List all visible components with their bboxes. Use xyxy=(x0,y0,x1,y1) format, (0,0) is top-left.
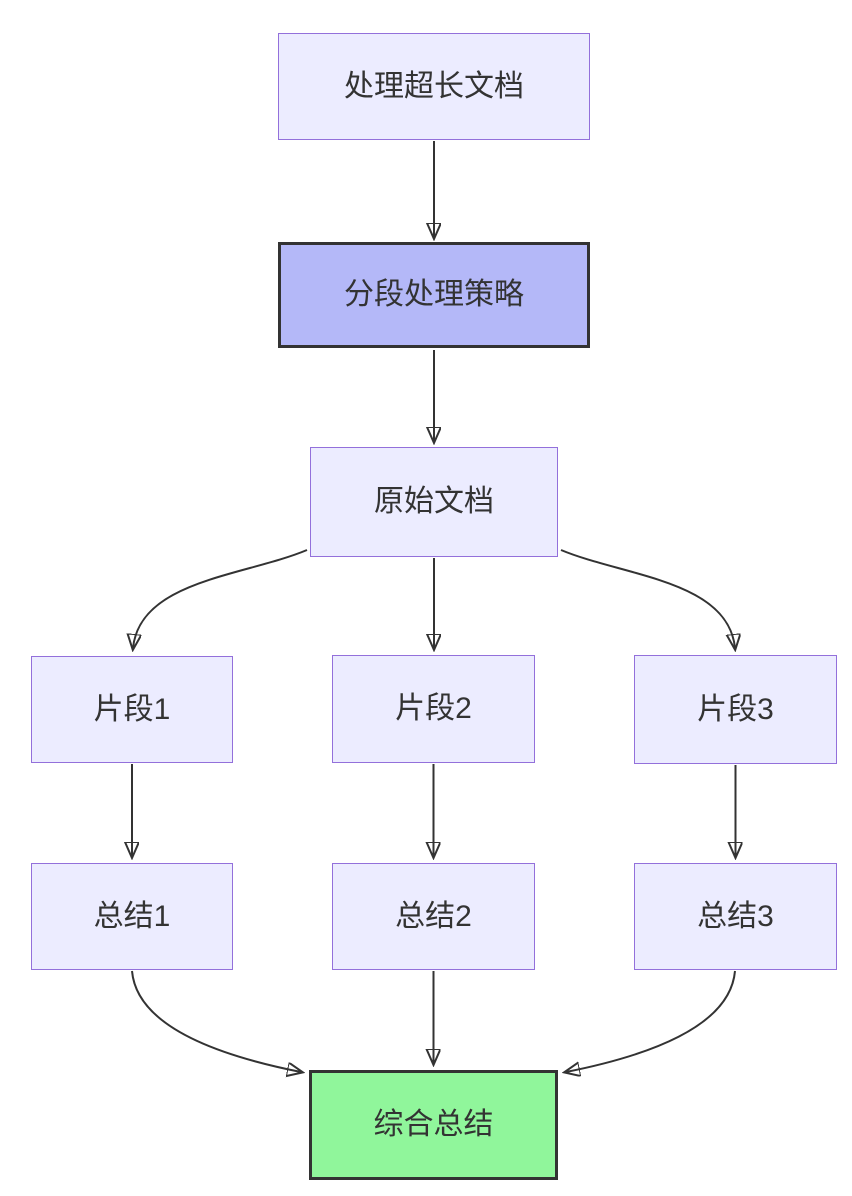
node-summary-1: 总结1 xyxy=(31,863,233,970)
node-summary-3: 总结3 xyxy=(634,863,837,970)
node-final-summary: 综合总结 xyxy=(309,1070,558,1180)
node-segment-strategy: 分段处理策略 xyxy=(278,242,590,348)
node-summary-2: 总结2 xyxy=(332,863,535,970)
edge-summary-3-to-final xyxy=(566,970,736,1072)
edge-original-to-fragment-1 xyxy=(133,549,308,648)
node-fragment-2: 片段2 xyxy=(332,655,535,763)
edge-original-to-fragment-3 xyxy=(560,549,735,648)
node-process-long-document: 处理超长文档 xyxy=(278,33,590,140)
node-fragment-1: 片段1 xyxy=(31,656,233,763)
node-original-document: 原始文档 xyxy=(310,447,558,557)
node-fragment-3: 片段3 xyxy=(634,655,837,764)
edge-summary-1-to-final xyxy=(131,970,301,1072)
